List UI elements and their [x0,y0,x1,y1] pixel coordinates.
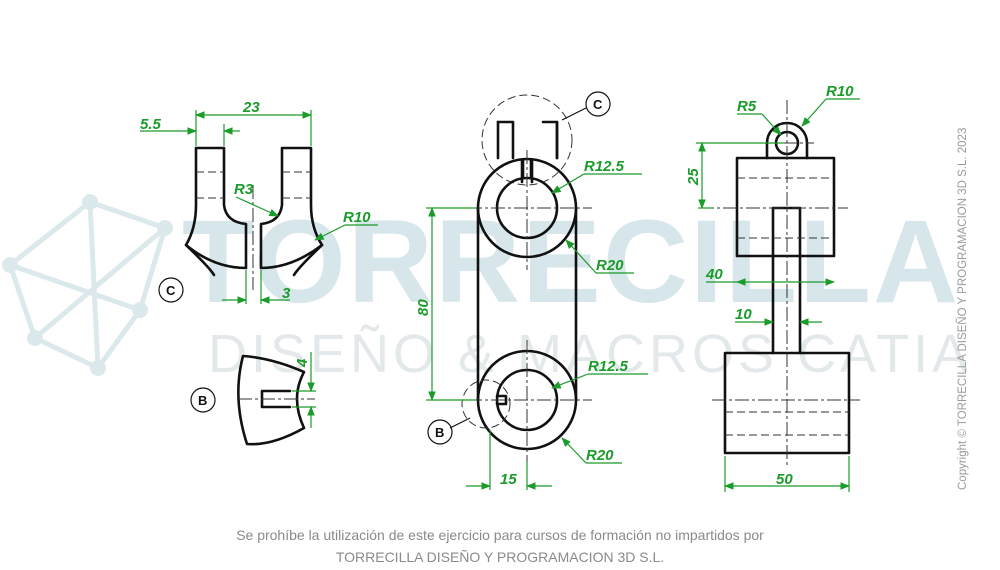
detail-b-label-circle [190,387,216,413]
dim-side-base-width: 50 [776,471,793,488]
side-view: R5 R10 25 10 40 10 50 [685,83,860,492]
front-b-marker-circle [427,419,453,445]
dim-detail-c-fillet: R3 [234,181,254,198]
dim-side-boss-width-label: 40 [705,266,723,283]
front-c-marker: C [593,97,603,112]
footer-line-2: TORRECILLA DISEÑO Y PROGRAMACION 3D S.L. [335,549,665,565]
dim-side-eye-outer: R10 [826,83,854,100]
footer-line-1: Se prohíbe la utilización de este ejerci… [236,527,764,543]
dim-side-height: 25 [685,168,702,186]
watermark: TORRECILLA DISEÑO & MACROS CATIA Copyrig… [2,128,972,490]
detail-c-view: 23 5.5 R3 R10 3 C [140,99,378,304]
dim-front-top-hole: R12.5 [584,158,625,175]
copyright-text: Copyright © TORRECILLA DISEÑO Y PROGRAMA… [956,128,969,490]
dim-detail-c-width: 23 [242,99,260,116]
detail-b-label: B [198,393,207,408]
watermark-main-text: TORRECILLA [182,196,960,328]
detail-c-label: C [166,283,176,298]
dim-detail-c-offset: 5.5 [140,116,162,133]
detail-c-label-circle [158,277,184,303]
dim-front-key-offset: 15 [500,471,517,488]
dim-detail-c-round: R10 [343,209,371,226]
dim-side-web: 10 [735,306,752,323]
dim-detail-c-gap: 3 [282,285,291,302]
front-b-marker: B [435,425,444,440]
watermark-sub-text: DISEÑO & MACROS CATIA [208,324,972,384]
dim-front-bottom-hole: R12.5 [588,358,629,375]
front-c-marker-circle [585,91,611,117]
detail-b-view: 4 B [190,352,316,446]
front-view: C B R12.5 R20 80 R12.5 R20 15 [415,91,648,490]
dim-front-bottom-outer: R20 [586,447,614,464]
dim-front-center-distance: 80 [415,299,432,316]
dim-detail-b-slot: 4 [294,358,311,368]
dim-side-eye-hole: R5 [737,98,757,115]
dim-front-top-outer: R20 [596,257,624,274]
watermark-logo-icon [2,194,173,376]
